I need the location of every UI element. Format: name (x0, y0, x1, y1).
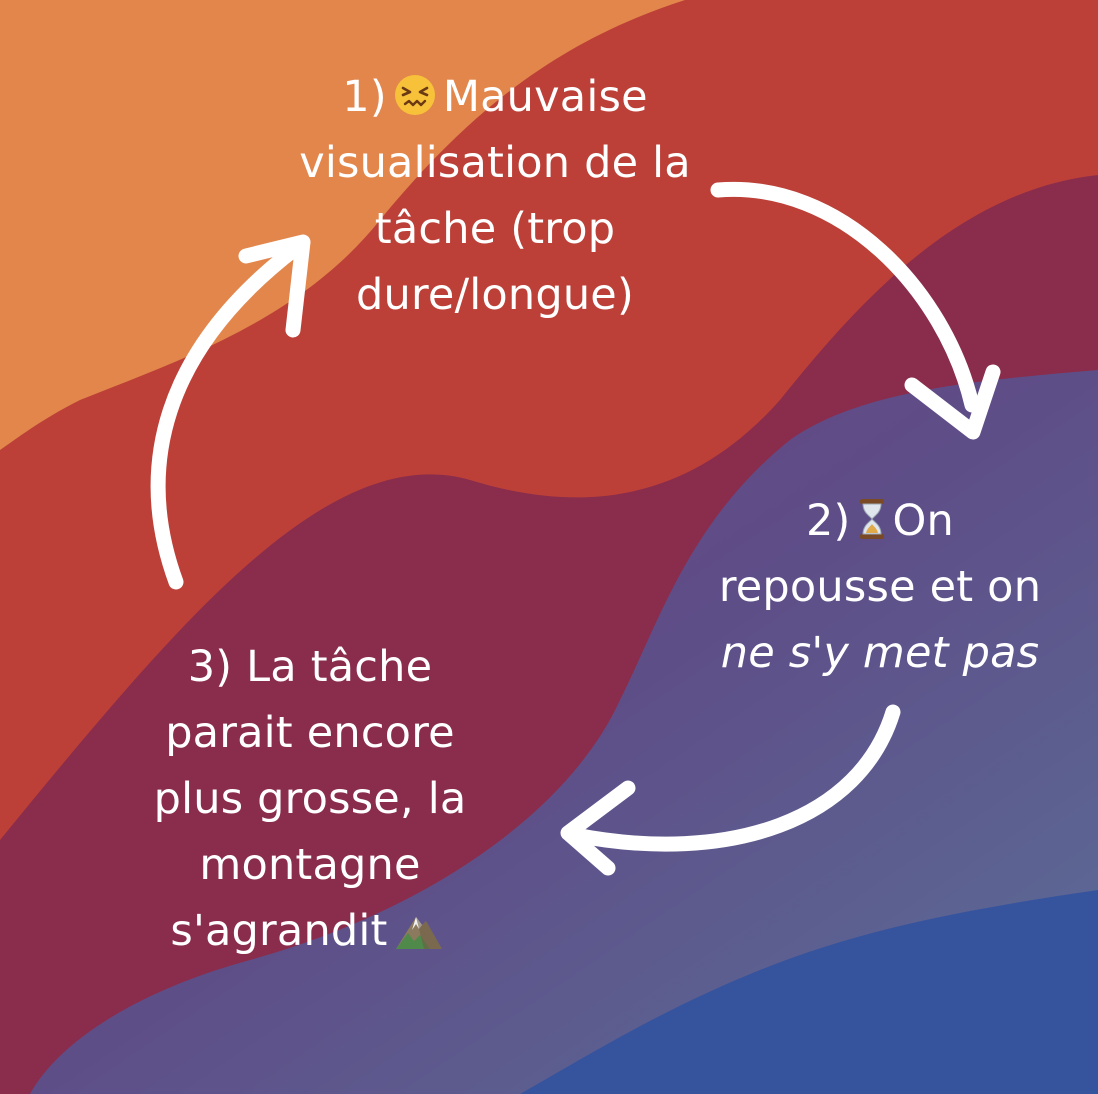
hourglass-icon (859, 499, 884, 539)
step-2-title: On (892, 496, 955, 546)
step-1-title: Mauvaise (442, 72, 648, 122)
confounded-face-icon (394, 75, 435, 115)
step-1-text: visualisation de la tâche (trop dure/lon… (299, 138, 691, 320)
step-2-postpone: 2) On repousse et on ne s'y met pas (680, 488, 1080, 686)
step-1-prefix: 1) (342, 72, 387, 122)
step-1-bad-visualisation: 1) Mauvaise visualisation de la tâche (tr… (255, 64, 735, 328)
mountain-icon (395, 917, 442, 949)
step-2-text: repousse et on (718, 562, 1042, 612)
step-2-emphasis: ne s'y met pas (720, 628, 1040, 678)
band-purple (30, 370, 1098, 1094)
step-2-prefix: 2) (805, 496, 851, 546)
step-3-text: 3) La tâche parait encore plus grosse, l… (153, 642, 467, 956)
band-blue (520, 890, 1098, 1094)
step-3-bigger-mountain: 3) La tâche parait encore plus grosse, l… (110, 634, 510, 964)
